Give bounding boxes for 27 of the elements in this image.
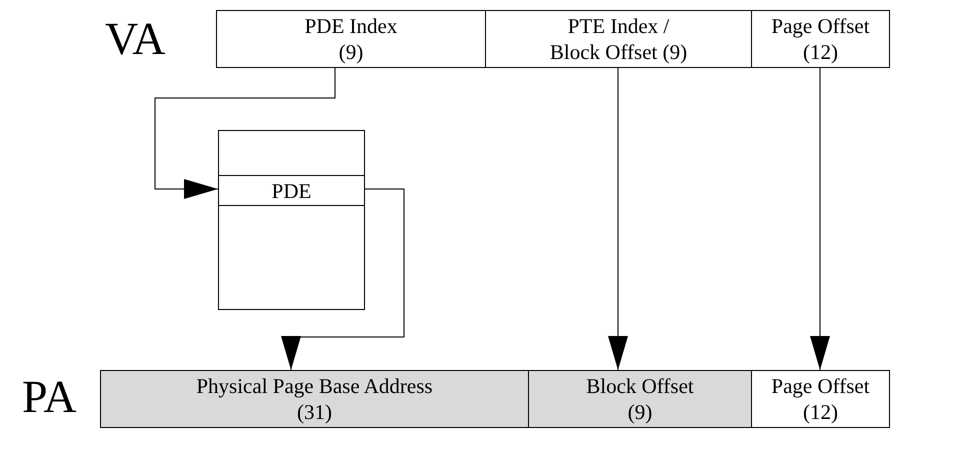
table-cell	[528, 370, 752, 428]
field-label: Block Offset	[586, 373, 694, 399]
field-label: (9)	[338, 39, 364, 65]
field-label: (12)	[803, 399, 838, 425]
table-cell	[216, 10, 486, 68]
table-cell	[751, 10, 890, 68]
arrow	[810, 68, 830, 370]
arrow	[154, 68, 336, 199]
field-label: (9)	[628, 399, 652, 425]
address-label: PA	[22, 372, 77, 422]
field-label: Page Offset	[771, 13, 870, 39]
arrow	[281, 188, 404, 370]
table-cell	[100, 370, 529, 428]
field-label: (31)	[297, 399, 332, 425]
page-table	[218, 130, 365, 310]
field-label: PTE Index /	[568, 13, 670, 39]
field-label: PDE Index	[304, 13, 398, 39]
field-label: Block Offset (9)	[550, 39, 688, 65]
table-row	[218, 175, 365, 206]
address-label: VA	[105, 14, 166, 64]
table-cell	[751, 370, 890, 428]
field-label: Physical Page Base Address	[196, 373, 433, 399]
arrow	[608, 68, 628, 370]
field-label: (12)	[803, 39, 838, 65]
table-cell	[485, 10, 752, 68]
field-label: Page Offset	[771, 373, 870, 399]
field-label: PDE	[272, 178, 312, 204]
